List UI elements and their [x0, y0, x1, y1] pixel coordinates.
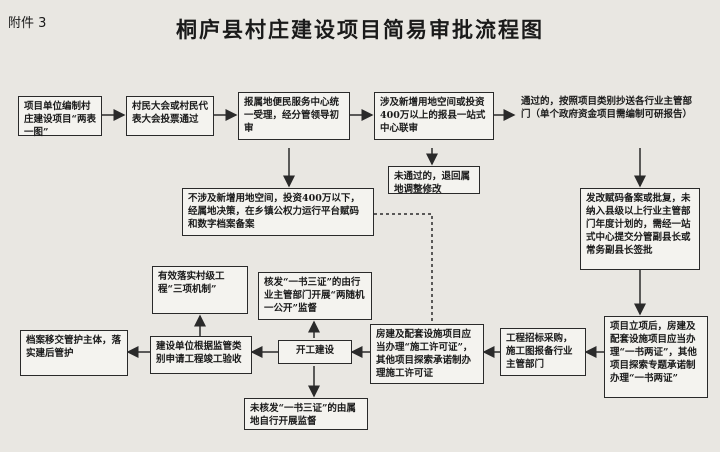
node-archive-handover: 档案移交管护主体，落实建后管护 [20, 330, 128, 376]
node-returned: 未通过的，退回属地调整修改 [388, 166, 480, 195]
node-construction-permit: 房建及配套设施项目应当办理“施工许可证”，其他项目探索承诺制办理施工许可证 [370, 324, 484, 384]
node-three-mechanisms: 有效落实村级工程“三项机制” [152, 266, 248, 314]
node-acceptance: 建设单位根据监管类别申请工程竣工验收 [150, 336, 252, 374]
node-project-approval: 项目立项后，房建及配套设施项目应当办理“一书两证”，其他项目探索专题承诺制办理“… [604, 316, 708, 398]
node-local-decision: 不涉及新增用地空间，投资400万以下，经属地决策，在乡镇公权力运行平台赋码和数字… [182, 188, 374, 236]
node-passed-copy: 通过的，按照项目类别抄送各行业主管部门（单个政府资金项目需编制可研报告） [521, 96, 693, 120]
node-county-joint-review: 涉及新增用地空间或投资400万以上的报县一站式中心联审 [374, 92, 494, 140]
node-local-review: 报属地便民服务中心统一受理，经分管领导初审 [238, 92, 350, 140]
node-supervision-local: 未核发“一书三证”的由属地自行开展监督 [244, 398, 368, 430]
node-tender: 工程招标采购，施工图报备行业主管部门 [500, 328, 586, 376]
node-start-construction: 开工建设 [278, 340, 352, 364]
node-village-vote: 村民大会或村民代表大会投票通过 [126, 96, 214, 136]
attachment-label: 附件 3 [8, 16, 47, 31]
node-nrdc-approval: 发改赋码备案或批复，未纳入县级以上行业主管部门年度计划的，需经一站式中心提交分管… [580, 188, 700, 270]
dashed-n7-n10 [374, 213, 433, 330]
page-title: 桐庐县村庄建设项目简易审批流程图 [176, 18, 544, 42]
node-compile-plan: 项目单位编制村庄建设项目“两表一图” [18, 96, 102, 138]
node-supervision-certified: 核发“一书三证”的由行业主管部门开展“两随机一公开”监督 [258, 272, 372, 320]
